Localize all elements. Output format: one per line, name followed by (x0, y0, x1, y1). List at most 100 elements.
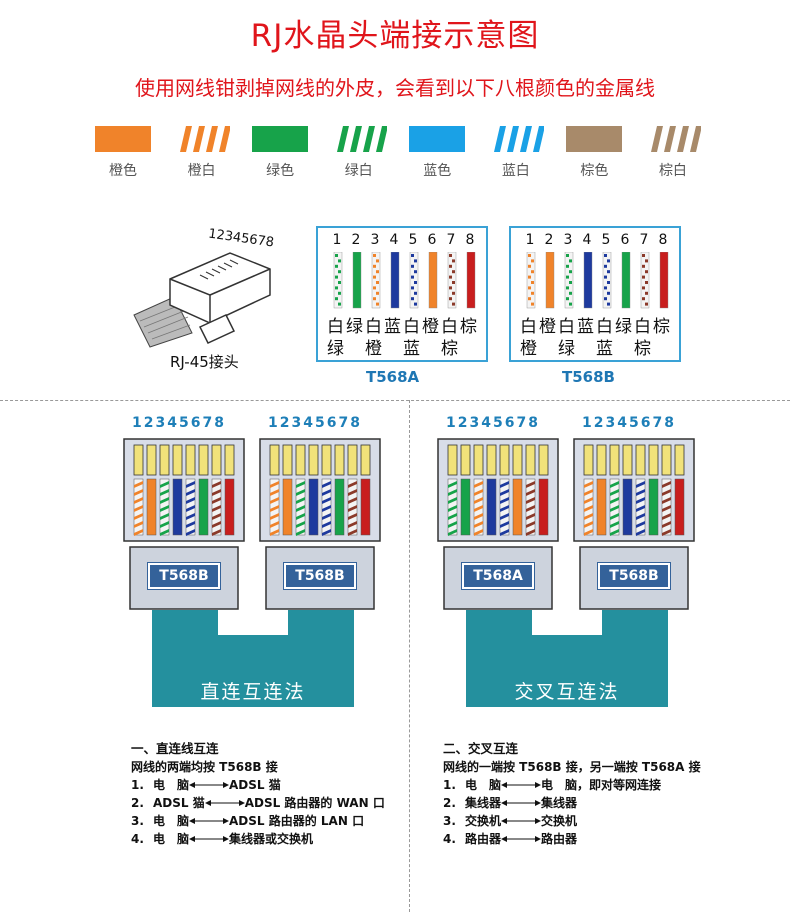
solid-wire (282, 478, 293, 536)
striped-wire (447, 252, 457, 309)
wire-stripe-mark (373, 254, 376, 257)
striped-wire-swatch-icon (650, 126, 701, 152)
notes-heading: 二、交叉互连 (443, 741, 519, 756)
page-title: RJ水晶头端接示意图 (250, 18, 540, 54)
note-number: 3. (131, 814, 144, 828)
wire-stripe-mark (296, 481, 305, 488)
note-endpoint-a: 电 脑 (465, 778, 502, 792)
wire-stripe-mark (528, 254, 531, 257)
solid-wire (621, 252, 631, 309)
wire-stripe-mark (526, 481, 535, 488)
wire-stripe-mark (186, 521, 195, 528)
wire-name-char: 橙 (539, 317, 556, 337)
gold-contact (538, 444, 549, 476)
gold-contact (159, 444, 170, 476)
wire-stripe-mark (338, 270, 341, 274)
wire-stripe-mark (610, 481, 619, 488)
wire-stripe-mark (610, 513, 619, 520)
wire-stripe-mark (566, 286, 569, 290)
wire-stripe-mark (636, 529, 645, 536)
wire-stripe-mark (607, 291, 610, 295)
wire-stripe-mark (642, 286, 645, 290)
gold-contact (360, 444, 371, 476)
wire-stripe-mark (531, 259, 534, 263)
wire-stripe-mark (636, 505, 645, 512)
wire-stripe-mark (212, 481, 221, 488)
wire-stripe-mark (636, 521, 645, 528)
wire-name-char: 白 (403, 317, 420, 337)
connector-head (259, 438, 381, 542)
wire-stripe-mark (474, 505, 483, 512)
note-endpoint-b: 集线器或交换机 (229, 832, 314, 846)
wire-stripe-mark (449, 286, 452, 290)
wire-stripe-mark (335, 264, 338, 268)
pin-header-label: 12345678 (582, 415, 676, 431)
wire-stripe-mark (411, 264, 414, 268)
wire-stripe-mark (607, 259, 610, 263)
wire-stripe-mark (604, 264, 607, 268)
section-divider-vertical (409, 400, 410, 912)
rj45-connector-icon (573, 438, 695, 610)
solid-wire (390, 252, 400, 309)
gold-contact (596, 444, 607, 476)
wire-stripe-mark (322, 481, 331, 488)
pin-number: 6 (620, 232, 630, 248)
double-arrow-icon (501, 794, 542, 812)
wire-stripe-mark (662, 505, 671, 512)
wire-stripe-mark (531, 302, 534, 306)
wire-stripe-mark (134, 481, 143, 488)
wire-stripe-mark (212, 489, 221, 496)
striped-wire-swatch-icon (179, 126, 230, 152)
striped-wire (333, 252, 343, 309)
note-item: 1.电 脑电 脑，即对等网连接 (443, 776, 743, 794)
swatch-label: 棕色 (580, 163, 609, 179)
solid-wire (334, 478, 345, 536)
solid-wire (596, 478, 607, 536)
wire-stripe-mark (414, 259, 417, 263)
wire-stripe-mark (636, 513, 645, 520)
wire-stripe-mark (604, 297, 607, 301)
wire-stripe-mark (645, 270, 648, 274)
standard-badge: T568B (283, 562, 357, 590)
solid-wire (545, 252, 555, 309)
wire-stripe-mark (376, 259, 379, 263)
striped-wire (526, 252, 536, 309)
pin-number: 1 (332, 232, 342, 248)
wire-stripe-mark (186, 497, 195, 504)
gold-contact (674, 444, 685, 476)
wire-stripe-mark (335, 254, 338, 257)
color-swatches: 橙色橙白绿色绿白蓝色蓝白棕色棕白 (88, 126, 708, 186)
gold-contact (295, 444, 306, 476)
note-number: 4. (131, 832, 144, 846)
wire-stripe-mark (212, 505, 221, 512)
wire-stripe-mark (296, 513, 305, 520)
gold-contact (308, 444, 319, 476)
note-number: 2. (131, 796, 144, 810)
swatch-label: 棕白 (658, 163, 687, 179)
note-endpoint-a: ADSL 猫 (153, 796, 205, 810)
wire-name-char: 棕 (634, 339, 651, 359)
swatch-label: 橙白 (187, 163, 216, 179)
gold-contact (486, 444, 497, 476)
wire-stripe-mark (338, 291, 341, 295)
wire-stripe-mark (474, 481, 483, 488)
note-endpoint-a: 交换机 (465, 814, 502, 828)
wire-stripe-mark (474, 529, 483, 536)
striped-wire (602, 252, 612, 309)
wire-stripe-mark (186, 513, 195, 520)
wire-stripe-mark (270, 513, 279, 520)
double-arrow-icon (501, 830, 542, 848)
wire-stripe-mark (662, 513, 671, 520)
wire-stripe-mark (642, 264, 645, 268)
connector-caption: RJ-45接头 (170, 353, 239, 371)
gold-contact (473, 444, 484, 476)
wire-name-char: 橙 (520, 339, 537, 359)
wire-stripe-mark (645, 302, 648, 306)
section-divider-horizontal (0, 400, 790, 401)
wire-stripe-mark (645, 259, 648, 263)
wire-stripe-mark (411, 297, 414, 301)
wire-stripe-mark (186, 489, 195, 496)
